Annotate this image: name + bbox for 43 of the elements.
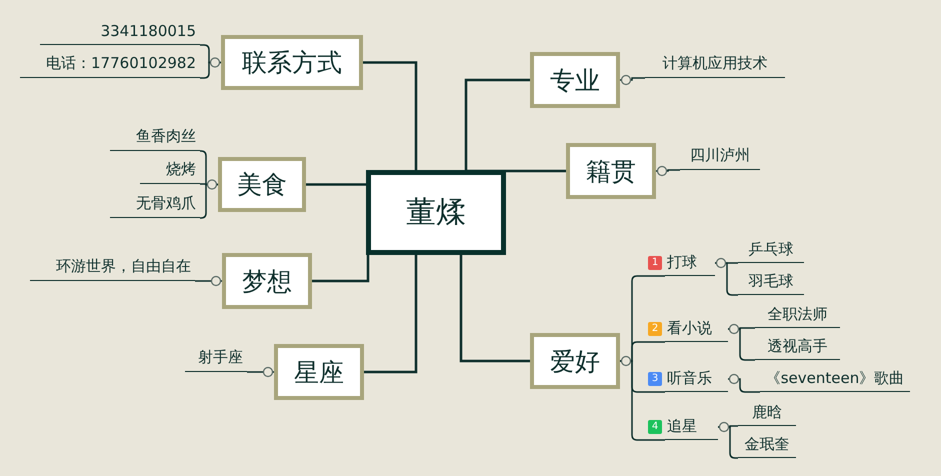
connector-line bbox=[464, 78, 530, 170]
connector-line bbox=[312, 255, 370, 282]
subtopic-text: 环游世界，自由自在 bbox=[30, 253, 195, 281]
subtopic-text: 鹿晗 bbox=[738, 400, 796, 426]
number-badge: 2 bbox=[648, 322, 662, 336]
number-badge: 4 bbox=[648, 420, 662, 434]
subtopic-text: 四川泸州 bbox=[680, 142, 760, 170]
subtopic-text: 3341180015 bbox=[40, 17, 200, 45]
topic-box: 美食 bbox=[218, 157, 306, 212]
topic-box: 籍贯 bbox=[566, 143, 656, 199]
subtopic-text: 烧烤 bbox=[140, 156, 200, 184]
subtopic-text: 电话：17760102982 bbox=[20, 50, 200, 78]
subtopic-text: 计算机应用技术 bbox=[645, 50, 785, 78]
subtopic-text: 射手座 bbox=[185, 344, 247, 372]
subtopic-text: 透视高手 bbox=[755, 334, 840, 360]
connector-line bbox=[306, 183, 366, 186]
number-badge: 3 bbox=[648, 372, 662, 386]
number-badge: 1 bbox=[648, 256, 662, 270]
subtopic-text: 打球 bbox=[667, 253, 697, 272]
subtopic-text: 听音乐 bbox=[667, 369, 712, 388]
subtopic-text: 羽毛球 bbox=[738, 269, 804, 295]
connector-line bbox=[715, 262, 738, 296]
topic-box: 星座 bbox=[274, 344, 364, 400]
topic-box: 联系方式 bbox=[221, 35, 363, 90]
subtopic-text: 无骨鸡爪 bbox=[110, 190, 200, 218]
connector-line bbox=[247, 371, 274, 373]
subtopic-text: 全职法师 bbox=[755, 302, 840, 328]
connector-line bbox=[460, 255, 530, 362]
topic-box: 爱好 bbox=[530, 333, 620, 389]
connector-line bbox=[728, 378, 760, 393]
subtopic-text: 看小说 bbox=[667, 319, 712, 338]
subtopic-text: 金珉奎 bbox=[738, 432, 796, 458]
central-topic-box: 董煣 bbox=[366, 170, 506, 255]
connector-line bbox=[718, 426, 738, 459]
topic-box: 专业 bbox=[530, 52, 620, 108]
connector-line bbox=[364, 255, 418, 374]
subtopic-text: 追星 bbox=[667, 417, 697, 436]
subtopic-text: 鱼香肉丝 bbox=[110, 123, 200, 151]
topic-box: 梦想 bbox=[222, 253, 312, 309]
subtopic-text: 《seventeen》歌曲 bbox=[760, 366, 910, 392]
connector-line bbox=[195, 280, 222, 282]
connector-line bbox=[363, 61, 418, 170]
subtopic-text: 乒乓球 bbox=[738, 237, 804, 263]
